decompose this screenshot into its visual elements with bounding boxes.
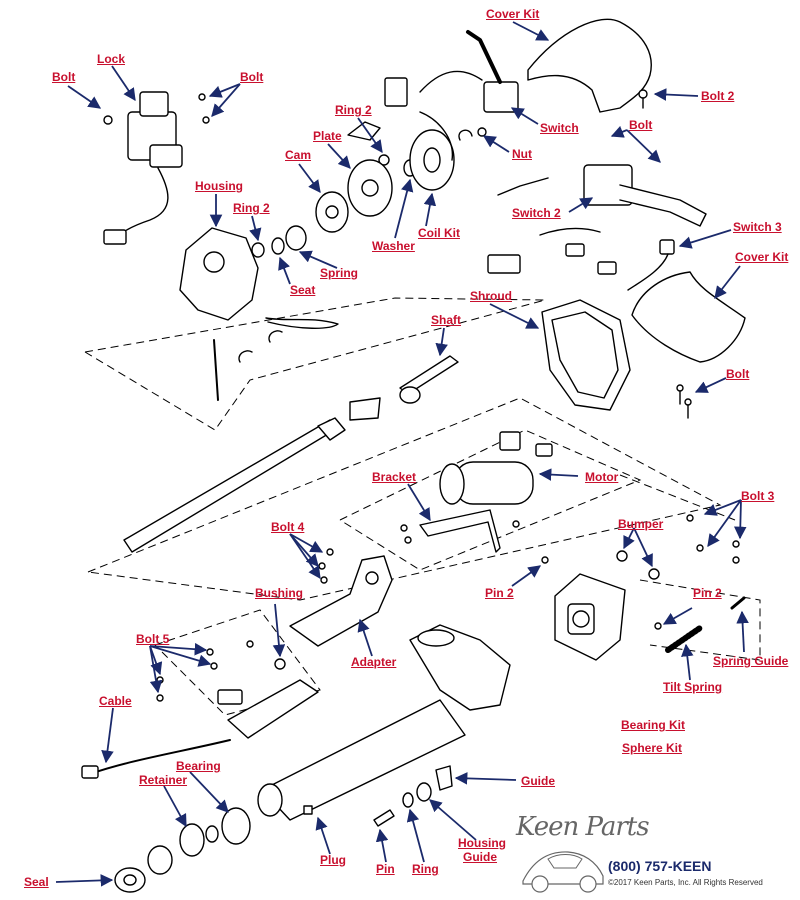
ring2-part <box>378 154 390 166</box>
label-plug[interactable]: Plug <box>320 853 346 867</box>
label-bolt-5[interactable]: Bolt 5 <box>136 632 170 646</box>
label-cam[interactable]: Cam <box>285 148 312 162</box>
ring-part <box>402 792 414 808</box>
copyright-text: ©2017 Keen Parts, Inc. All Rights Reserv… <box>608 878 763 887</box>
column-jacket-part <box>257 624 511 821</box>
housing-part <box>179 227 259 321</box>
spring-part <box>285 225 307 251</box>
label-bumper[interactable]: Bumper <box>618 517 664 531</box>
label-bolt[interactable]: Bolt <box>240 70 264 84</box>
label-switch[interactable]: Switch <box>540 121 579 135</box>
label-bearing-kit[interactable]: Bearing Kit <box>621 718 686 732</box>
ring2-mid-part <box>251 242 265 258</box>
housing-guide-part <box>416 782 432 802</box>
label-nut[interactable]: Nut <box>512 147 532 161</box>
label-bolt[interactable]: Bolt <box>726 367 750 381</box>
lower-shaft-part <box>123 419 339 553</box>
label-plate[interactable]: Plate <box>313 129 342 143</box>
label-retainer[interactable]: Retainer <box>139 773 188 787</box>
label-bearing[interactable]: Bearing <box>176 759 221 773</box>
label-tilt-spring[interactable]: Tilt Spring <box>663 680 723 694</box>
nut-clip <box>458 129 473 141</box>
retainer-part <box>179 823 205 857</box>
label-seat[interactable]: Seat <box>290 283 316 297</box>
label-bolt-2[interactable]: Bolt 2 <box>701 89 735 103</box>
label-spring-guide[interactable]: Spring Guide <box>713 654 789 668</box>
label-pin-2[interactable]: Pin 2 <box>693 586 722 600</box>
label-lock[interactable]: Lock <box>97 52 126 66</box>
label-switch-3[interactable]: Switch 3 <box>733 220 782 234</box>
keen-parts-logo-block: Keen Parts (800) 757-KEEN ©2017 Keen Par… <box>508 812 798 896</box>
switch-part <box>384 30 519 113</box>
bracket-part <box>419 509 501 553</box>
label-cover-kit[interactable]: Cover Kit <box>486 7 540 21</box>
switch2-part <box>487 164 707 275</box>
label-bolt[interactable]: Bolt <box>629 118 653 132</box>
plate-part <box>347 121 381 141</box>
label-ring[interactable]: Ring <box>412 862 439 876</box>
label-sphere-kit[interactable]: Sphere Kit <box>622 741 683 755</box>
cover-kit-right-part <box>631 271 746 363</box>
label-cover-kit[interactable]: Cover Kit <box>735 250 789 264</box>
label-pin-2[interactable]: Pin 2 <box>485 586 514 600</box>
label-adapter[interactable]: Adapter <box>351 655 397 669</box>
label-shroud[interactable]: Shroud <box>470 289 512 303</box>
plug-part <box>303 805 313 815</box>
label-ring-2[interactable]: Ring 2 <box>335 103 372 117</box>
bushing-part <box>274 658 286 670</box>
label-cable[interactable]: Cable <box>99 694 132 708</box>
label-coil-kit[interactable]: Coil Kit <box>418 226 460 240</box>
guide-part <box>435 765 453 791</box>
shaft-part <box>213 330 459 421</box>
label-motor[interactable]: Motor <box>585 470 619 484</box>
label-housing[interactable]: Housing <box>195 179 243 193</box>
switch3-part <box>627 239 675 291</box>
bearing-part <box>221 807 251 845</box>
label-bolt[interactable]: Bolt <box>52 70 76 84</box>
label-ring-2[interactable]: Ring 2 <box>233 201 270 215</box>
label-spring[interactable]: Spring <box>320 266 358 280</box>
lock-part <box>103 91 210 245</box>
seat-part <box>271 237 285 255</box>
spring-guide-part <box>730 596 746 610</box>
label-bolt-4[interactable]: Bolt 4 <box>271 520 305 534</box>
callout-arrows <box>55 21 749 887</box>
parts <box>81 18 746 893</box>
pin-part <box>373 809 395 827</box>
phone-number: (800) 757-KEEN <box>608 858 712 874</box>
label-switch-2[interactable]: Switch 2 <box>512 206 561 220</box>
car-silhouette-icon <box>522 851 604 893</box>
label-housing-guide[interactable]: Housing <box>458 836 506 850</box>
cable-part <box>81 679 319 779</box>
assembly-outlines <box>84 297 761 716</box>
adapter-part <box>289 555 393 647</box>
keen-parts-logo: Keen Parts <box>516 812 650 842</box>
label-bolt-3[interactable]: Bolt 3 <box>741 489 775 503</box>
label-bracket[interactable]: Bracket <box>372 470 417 484</box>
tilt-spring-part <box>665 625 703 653</box>
label-housing-guide-2[interactable]: Guide <box>463 850 498 864</box>
motor-part <box>439 431 553 505</box>
label-guide[interactable]: Guide <box>521 774 556 788</box>
label-bushing[interactable]: Bushing <box>255 586 303 600</box>
label-shaft[interactable]: Shaft <box>431 313 461 327</box>
label-washer[interactable]: Washer <box>372 239 415 253</box>
tilt-head-part <box>554 573 626 661</box>
label-seal[interactable]: Seal <box>24 875 49 889</box>
cover-kit-top-part <box>527 18 652 113</box>
label-pin[interactable]: Pin <box>376 862 395 876</box>
